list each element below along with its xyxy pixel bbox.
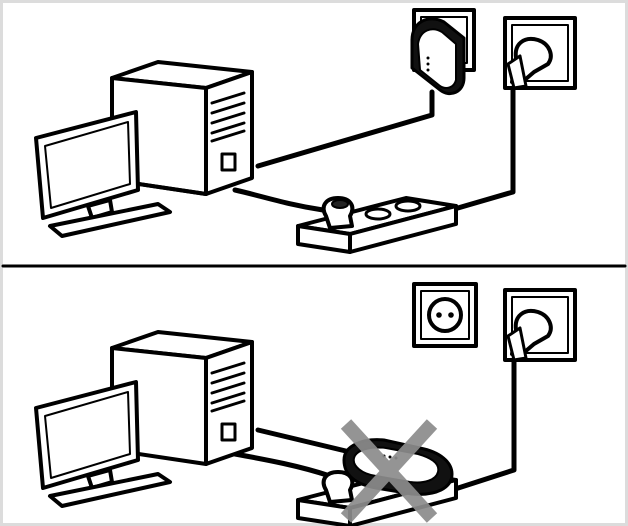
wall-socket-with-plug (505, 290, 575, 360)
wall-socket-empty (414, 284, 476, 346)
wall-socket-with-plug (505, 18, 575, 88)
strip-plug (324, 472, 353, 502)
